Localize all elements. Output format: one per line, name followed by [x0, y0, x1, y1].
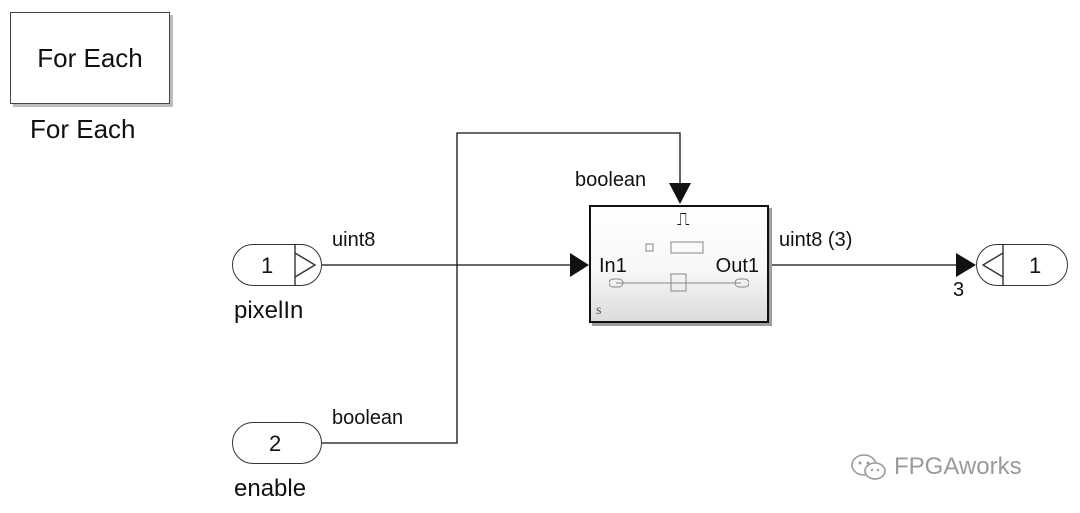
- enable-signal-line: [322, 132, 681, 444]
- subsystem-content-icon: [609, 241, 749, 292]
- subsystem-in-port-label: In1: [599, 255, 627, 277]
- outport-arrow-icon: [981, 243, 1004, 286]
- for-each-block[interactable]: For Each: [10, 12, 170, 104]
- inport-arrow-icon: [294, 243, 317, 286]
- in1-arrowhead: [570, 253, 589, 277]
- signal-type-label-pixelin: uint8: [332, 229, 376, 251]
- inport-enable[interactable]: 2: [232, 422, 322, 464]
- out1-arrowhead: [956, 253, 976, 277]
- inport-name-enable: enable: [234, 475, 307, 502]
- signal-type-label-enable: boolean: [332, 407, 404, 429]
- enable-signal-type-label: boolean: [575, 169, 647, 191]
- subsystem-corner-mark: s: [596, 303, 602, 318]
- watermark-text: FPGAworks: [894, 453, 1022, 480]
- for-each-block-text: For Each: [37, 42, 143, 73]
- enable-arrowhead: [669, 183, 691, 204]
- enabled-subsystem[interactable]: ⎍ In1 Out1 s: [589, 205, 769, 323]
- inport-number: 1: [261, 253, 274, 278]
- inport-name-pixelin: pixelIn: [234, 297, 304, 324]
- outport-1[interactable]: 1: [976, 243, 1068, 286]
- enable-pulse-icon: ⎍: [677, 209, 690, 229]
- wechat-icon: [851, 454, 886, 480]
- inport-number: 2: [269, 431, 282, 456]
- inport-pixelin[interactable]: 1: [232, 243, 322, 286]
- outport-number: 1: [1029, 253, 1042, 278]
- output-signal-type-label: uint8 (3): [779, 229, 853, 251]
- for-each-caption: For Each: [30, 114, 136, 144]
- watermark: FPGAworks: [850, 452, 1022, 482]
- subsystem-out-port-label: Out1: [715, 255, 759, 277]
- output-width-label: 3: [953, 279, 965, 301]
